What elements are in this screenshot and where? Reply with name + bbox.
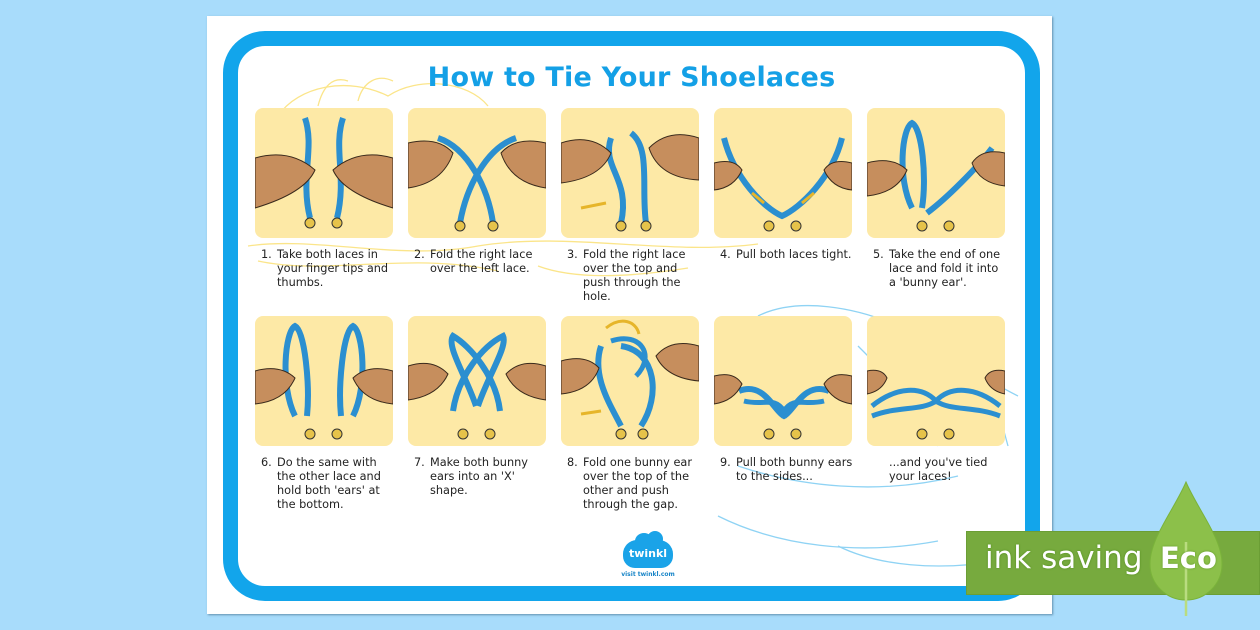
pull-ears-sideways-icon bbox=[714, 374, 852, 440]
ink-saving-label: ink saving bbox=[985, 540, 1143, 576]
leaf-icon bbox=[1149, 480, 1223, 616]
step-number: 5. bbox=[873, 248, 884, 261]
step-6: 6. Do the same with the other lace and ho… bbox=[255, 316, 395, 512]
bunny-ear-icon bbox=[867, 119, 1005, 232]
step-8: 8. Fold one bunny ear over the top of the… bbox=[561, 316, 701, 512]
step-5-illustration bbox=[867, 108, 1005, 238]
tied-bow-icon bbox=[867, 369, 1005, 440]
step-2: 2. Fold the right lace over the left lace… bbox=[408, 108, 548, 276]
step-text: Take both laces in your finger tips and … bbox=[277, 248, 389, 289]
step-text: Fold the right lace over the left lace. bbox=[430, 248, 533, 275]
visit-link[interactable]: visit twinkl.com bbox=[621, 571, 675, 578]
cloud-logo-icon: twinkl bbox=[623, 531, 673, 568]
step-5: 5. Take the end of one lace and fold it i… bbox=[867, 108, 1007, 290]
step-4-illustration bbox=[714, 108, 852, 238]
step-number: 9. bbox=[720, 456, 731, 469]
step-number: 3. bbox=[567, 248, 578, 261]
laces-crossing-icon bbox=[408, 135, 546, 232]
step-10: ...and you've tied your laces! bbox=[867, 316, 1007, 484]
step-1: 1. Take both laces in your finger tips an… bbox=[255, 108, 395, 290]
step-text: Take the end of one lace and fold it int… bbox=[889, 248, 1001, 289]
step-number: 4. bbox=[720, 248, 731, 261]
step-10-illustration bbox=[867, 316, 1005, 446]
step-number: 6. bbox=[261, 456, 272, 469]
step-8-illustration bbox=[561, 316, 699, 446]
step-number: 7. bbox=[414, 456, 425, 469]
step-text: Fold the right lace over the top and pus… bbox=[583, 248, 686, 303]
x-shape-ears-icon bbox=[408, 331, 546, 440]
pull-laces-tight-icon bbox=[714, 137, 852, 232]
step-7-illustration bbox=[408, 316, 546, 446]
step-number: 1. bbox=[261, 248, 272, 261]
lace-through-hole-icon bbox=[561, 130, 699, 232]
step-6-illustration bbox=[255, 316, 393, 446]
step-9-illustration bbox=[714, 316, 852, 446]
step-text: Pull both bunny ears to the sides... bbox=[736, 456, 853, 483]
step-text: Fold one bunny ear over the top of the o… bbox=[583, 456, 692, 511]
step-9: 9. Pull both bunny ears to the sides... bbox=[714, 316, 854, 484]
step-number: 2. bbox=[414, 248, 425, 261]
worksheet-frame: How to Tie Your Shoelaces 1. Take both la… bbox=[223, 31, 1040, 601]
eco-label: Eco bbox=[1160, 541, 1217, 575]
step-4: 4. Pull both laces tight. bbox=[714, 108, 854, 262]
step-number bbox=[867, 456, 889, 484]
step-3: 3. Fold the right lace over the top and p… bbox=[561, 108, 701, 304]
step-text: Pull both laces tight. bbox=[736, 248, 852, 261]
step-7: 7. Make both bunny ears into an 'X' shape… bbox=[408, 316, 548, 498]
two-bunny-ears-icon bbox=[255, 322, 393, 440]
twinkl-logo[interactable]: twinkl visit twinkl.com bbox=[620, 531, 676, 578]
step-2-illustration bbox=[408, 108, 546, 238]
push-ear-through-gap-icon bbox=[561, 319, 699, 440]
step-text: ...and you've tied your laces! bbox=[889, 456, 988, 483]
hands-holding-laces-icon bbox=[255, 117, 393, 229]
step-3-illustration bbox=[561, 108, 699, 238]
step-text: Make both bunny ears into an 'X' shape. bbox=[430, 456, 528, 497]
step-number: 8. bbox=[567, 456, 578, 469]
step-1-illustration bbox=[255, 108, 393, 238]
page-title: How to Tie Your Shoelaces bbox=[427, 62, 836, 93]
step-text: Do the same with the other lace and hold… bbox=[277, 456, 381, 511]
